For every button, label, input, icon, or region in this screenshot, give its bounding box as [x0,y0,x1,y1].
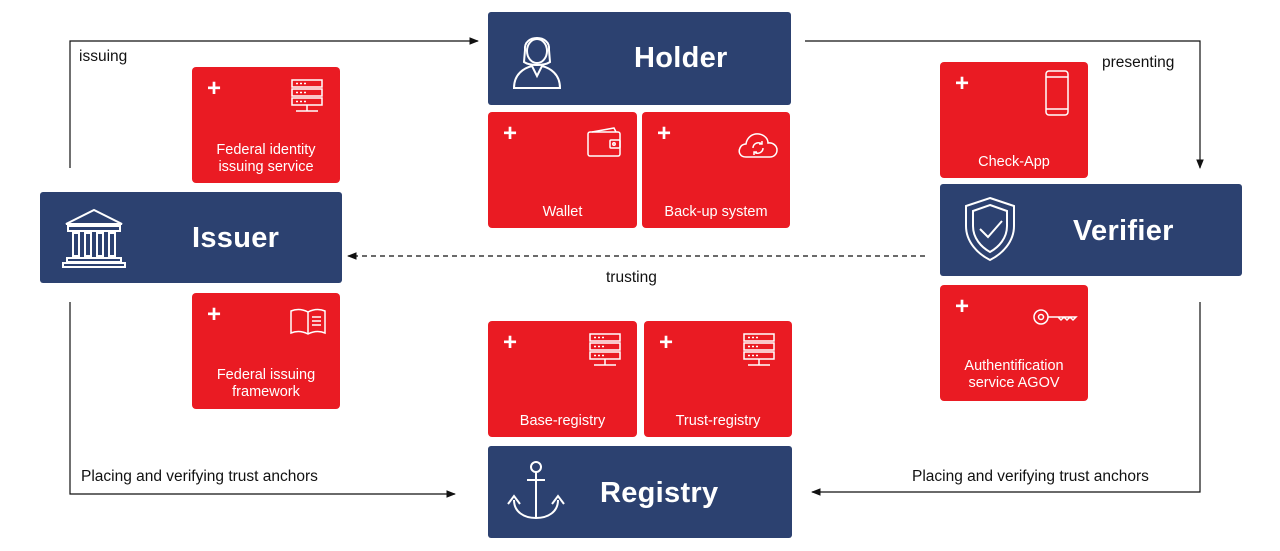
swiss-cross-icon: + [503,120,518,147]
server-icon [291,79,323,112]
anchors-right-arrow [811,302,1201,496]
anchors-left-label: Placing and verifying trust anchors [81,468,318,485]
anchor-icon [507,461,565,520]
anchors-right-label: Placing and verifying trust anchors [912,468,1149,485]
backup-system-label: Back-up system [664,204,768,220]
trusting-label: trusting [606,269,657,286]
swiss-cross-icon: + [657,120,672,147]
base-registry-label: Base-registry [519,413,606,429]
server-icon [589,333,621,366]
issuer-box: Issuer [40,192,342,283]
backup-system-card: + Back-up system [642,112,790,228]
server-icon [743,333,775,366]
person-icon [512,37,562,89]
book-icon [290,308,326,335]
wallet-card: + Wallet [488,112,637,228]
wallet-label: Wallet [542,204,583,220]
federal-framework-label-line2: framework [232,384,300,400]
agov-label-line2: service AGOV [968,375,1060,391]
swiss-cross-icon: + [659,329,674,356]
issuer-title: Issuer [192,222,280,254]
wallet-icon [587,127,621,157]
agov-service-card: + Authentification service AGOV [940,285,1088,401]
federal-framework-card: + Federal issuing framework [192,293,340,409]
key-icon [1033,309,1078,325]
federal-identity-label-line2: issuing service [218,159,314,175]
registry-title: Registry [600,477,719,509]
anchors-left-arrow [69,302,456,498]
holder-title: Holder [634,42,728,74]
federal-identity-service-card: + Federal identity issuing service [192,67,340,183]
verifier-box: Verifier [940,184,1242,276]
issuing-label: issuing [79,48,128,65]
trust-registry-card: + Trust-registry [644,321,792,437]
base-registry-card: + Base-registry [488,321,637,437]
swiss-cross-icon: + [955,293,970,320]
check-app-card: + Check-App [940,62,1088,178]
swiss-cross-icon: + [207,75,222,102]
swiss-cross-icon: + [503,329,518,356]
presenting-label: presenting [1102,54,1175,71]
presenting-arrow [805,40,1204,169]
federal-identity-label-line1: Federal identity [216,142,316,158]
bank-building-icon [62,208,126,268]
federal-framework-label-line1: Federal issuing [216,367,316,383]
registry-box: Registry [488,446,792,538]
issuing-arrow [69,37,479,168]
verifier-title: Verifier [1073,215,1174,247]
holder-box: Holder [488,12,791,105]
agov-label-line1: Authentification [964,358,1064,374]
check-app-label: Check-App [978,154,1050,170]
trust-registry-label: Trust-registry [675,413,761,429]
cloud-sync-icon [738,133,778,158]
swiss-cross-icon: + [955,70,970,97]
smartphone-icon [1045,70,1069,116]
shield-check-icon [965,196,1015,262]
swiss-cross-icon: + [207,301,222,328]
